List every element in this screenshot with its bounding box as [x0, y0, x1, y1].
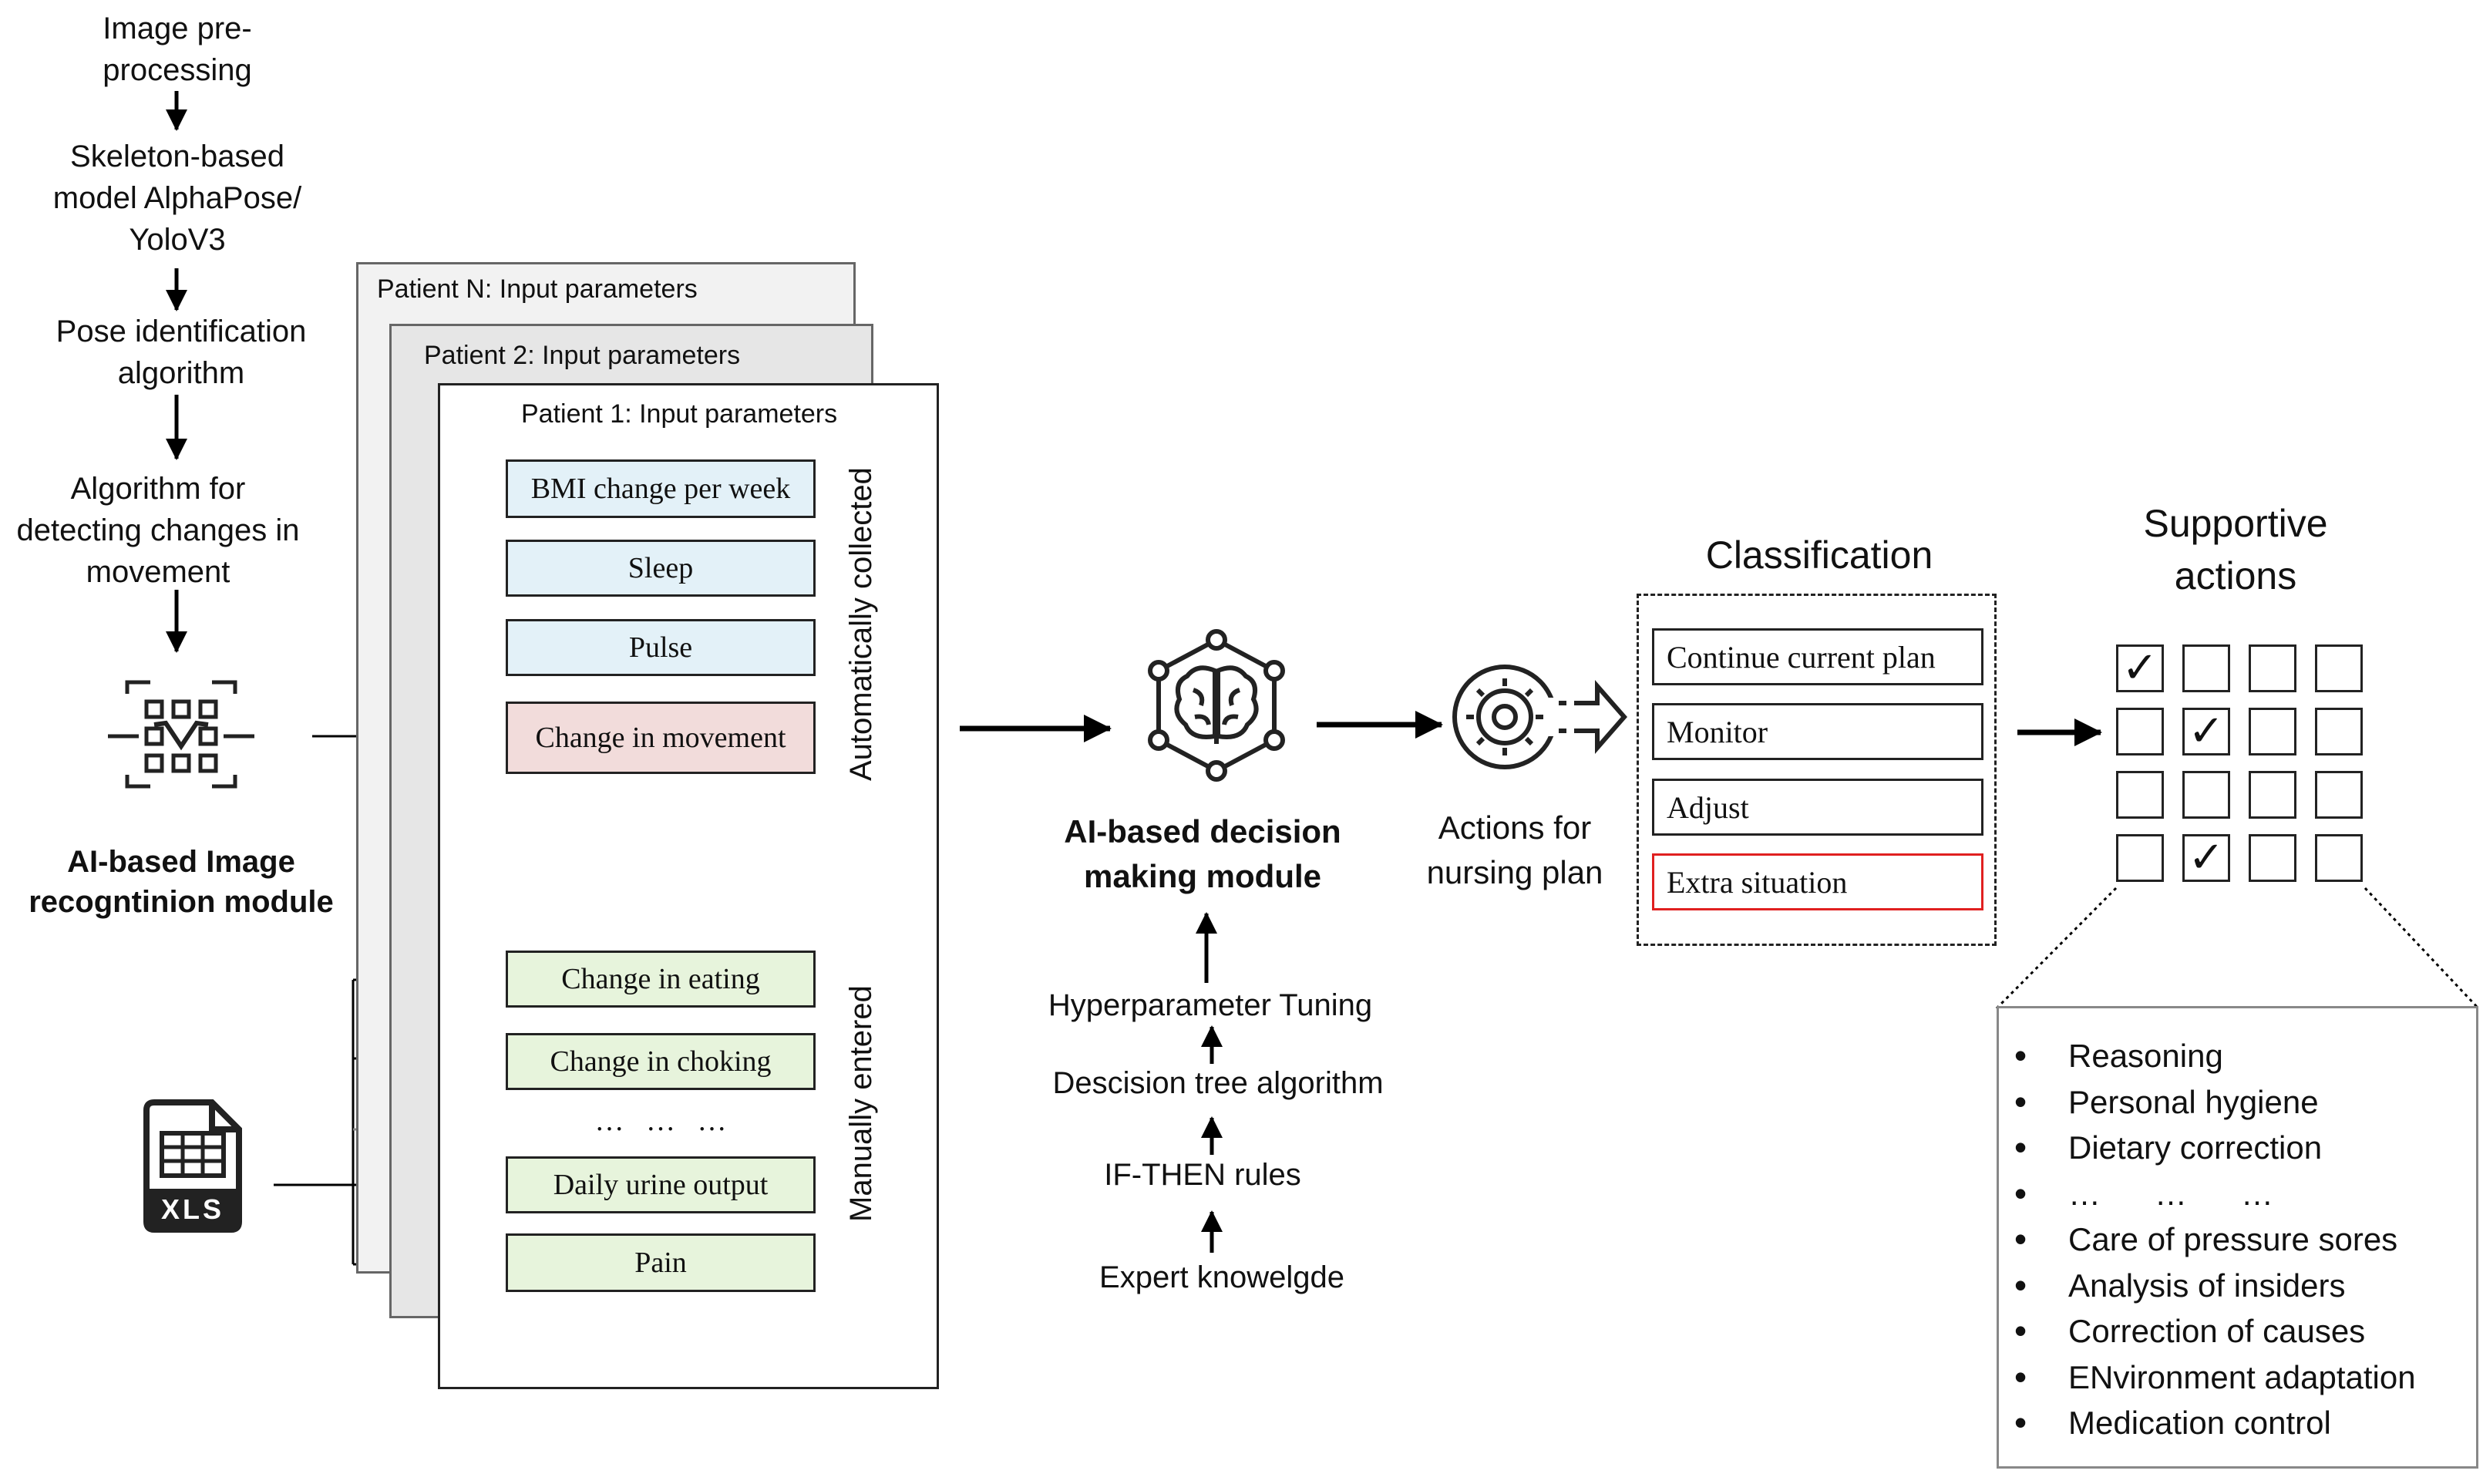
supportive-checkbox-grid: ✓ ✓ ✓ — [2116, 644, 2365, 888]
actions-label-line1: Actions for — [1438, 809, 1592, 846]
class-monitor: Monitor — [1652, 703, 1983, 760]
supportive-action-item: Analysis of insiders — [1999, 1263, 2476, 1309]
patient-card-n-title: Patient N: Input parameters — [377, 274, 698, 304]
grid-checkbox — [2249, 708, 2296, 755]
checkmark-icon: ✓ — [2188, 833, 2225, 883]
pipeline-step-movement-line3: movement — [86, 555, 230, 589]
grid-checkbox — [2116, 834, 2164, 882]
supportive-actions-title: Supportive actions — [2066, 497, 2405, 602]
pipeline-step-pose-line1: Pose identification — [56, 315, 307, 348]
grid-checkbox-checked: ✓ — [2116, 644, 2164, 692]
grid-checkbox — [2182, 771, 2230, 819]
pipeline-step-skeleton-line3: YoloV3 — [129, 223, 226, 257]
pipeline-step-pose-identification: Pose identification algorithm — [23, 311, 339, 394]
checkmark-icon: ✓ — [2121, 643, 2158, 693]
zoom-line-left — [1995, 887, 2118, 1010]
xls-icon-label: XLS — [160, 1193, 224, 1225]
grid-checkbox — [2315, 834, 2363, 882]
param-change-in-eating: Change in eating — [506, 951, 816, 1008]
pipeline-step-skeleton-line1: Skeleton-based — [70, 140, 284, 173]
supportive-actions-list: ReasoningPersonal hygieneDietary correct… — [1999, 1033, 2476, 1446]
pipeline-step-skeleton-model: Skeleton-based model AlphaPose/ YoloV3 — [31, 136, 324, 261]
image-recognition-icon — [108, 680, 254, 789]
param-change-in-choking: Change in choking — [506, 1033, 816, 1090]
zoom-line-right — [2364, 887, 2480, 1010]
supportive-action-item: ENvironment adaptation — [1999, 1354, 2476, 1401]
chain-expert-knowledge: Expert knowelgde — [1099, 1260, 1344, 1294]
supportive-action-item: Dietary correction — [1999, 1125, 2476, 1171]
grid-checkbox — [2315, 708, 2363, 755]
param-ellipsis: … … … — [594, 1105, 727, 1137]
pipeline-step-preprocessing-line2: processing — [103, 53, 252, 87]
classification-title: Classification — [1705, 533, 1933, 577]
param-bmi-change: BMI change per week — [506, 459, 816, 518]
pipeline-step-preprocessing-line1: Image pre- — [103, 12, 252, 45]
supportive-actions-list-box: ReasoningPersonal hygieneDietary correct… — [1997, 1006, 2478, 1469]
grid-checkbox — [2249, 771, 2296, 819]
pipeline-step-skeleton-line2: model AlphaPose/ — [52, 181, 302, 215]
class-extra-situation: Extra situation — [1652, 853, 1983, 910]
decision-module-label-line1: AI-based decision — [1064, 813, 1341, 850]
grid-checkbox — [2182, 644, 2230, 692]
image-module-label-line1: AI-based Image — [67, 845, 295, 879]
param-pain: Pain — [506, 1233, 816, 1292]
gear-action-icon — [1452, 665, 1627, 769]
param-change-in-movement: Change in movement — [506, 702, 816, 774]
supportive-action-item: Care of pressure sores — [1999, 1216, 2476, 1263]
actions-for-nursing-plan-label: Actions for nursing plan — [1395, 806, 1634, 895]
brain-network-icon — [1148, 629, 1285, 782]
param-sleep: Sleep — [506, 540, 816, 597]
grid-checkbox — [2249, 644, 2296, 692]
chain-decision-tree: Descision tree algorithm — [1052, 1066, 1384, 1100]
actions-label-line2: nursing plan — [1426, 854, 1603, 890]
manually-entered-label: Manually entered — [844, 985, 878, 1222]
patient-card-1-title: Patient 1: Input parameters — [521, 399, 838, 429]
chain-hyperparameter-tuning: Hyperparameter Tuning — [1048, 988, 1373, 1022]
supportive-action-item: Personal hygiene — [1999, 1079, 2476, 1126]
pipeline-step-pose-line2: algorithm — [117, 356, 245, 390]
supportive-title-line2: actions — [2174, 554, 2297, 597]
class-adjust: Adjust — [1652, 779, 1983, 836]
image-module-label-line2: recogntinion module — [29, 885, 334, 919]
supportive-title-line1: Supportive — [2143, 502, 2328, 545]
grid-checkbox — [2116, 771, 2164, 819]
grid-checkbox — [2315, 644, 2363, 692]
chain-if-then-rules: IF-THEN rules — [1104, 1158, 1301, 1192]
image-module-label: AI-based Image recogntinion module — [23, 842, 339, 922]
auto-collected-label: Automatically collected — [844, 467, 878, 781]
checkmark-icon: ✓ — [2188, 706, 2225, 756]
param-daily-urine-output: Daily urine output — [506, 1156, 816, 1213]
xls-file-icon — [143, 1099, 242, 1233]
grid-checkbox — [2249, 834, 2296, 882]
supportive-action-item: … … … — [1999, 1171, 2476, 1217]
pipeline-step-movement-line2: detecting changes in — [16, 513, 300, 547]
class-continue-current-plan: Continue current plan — [1652, 628, 1983, 685]
patient-card-2-title: Patient 2: Input parameters — [424, 341, 741, 370]
grid-checkbox-checked: ✓ — [2182, 834, 2230, 882]
supportive-action-item: Reasoning — [1999, 1033, 2476, 1079]
decision-module-label-line2: making module — [1083, 858, 1322, 894]
pipeline-step-preprocessing: Image pre- processing — [46, 8, 308, 91]
grid-checkbox — [2116, 708, 2164, 755]
param-pulse: Pulse — [506, 619, 816, 676]
decision-module-label: AI-based decision making module — [1048, 809, 1357, 899]
grid-checkbox-checked: ✓ — [2182, 708, 2230, 755]
grid-checkbox — [2315, 771, 2363, 819]
supportive-action-item: Medication control — [1999, 1400, 2476, 1446]
classification-box — [1637, 594, 1997, 946]
pipeline-step-movement-line1: Algorithm for — [70, 472, 246, 506]
pipeline-step-movement-detection: Algorithm for detecting changes in movem… — [0, 468, 316, 593]
supportive-action-item: Correction of causes — [1999, 1308, 2476, 1354]
